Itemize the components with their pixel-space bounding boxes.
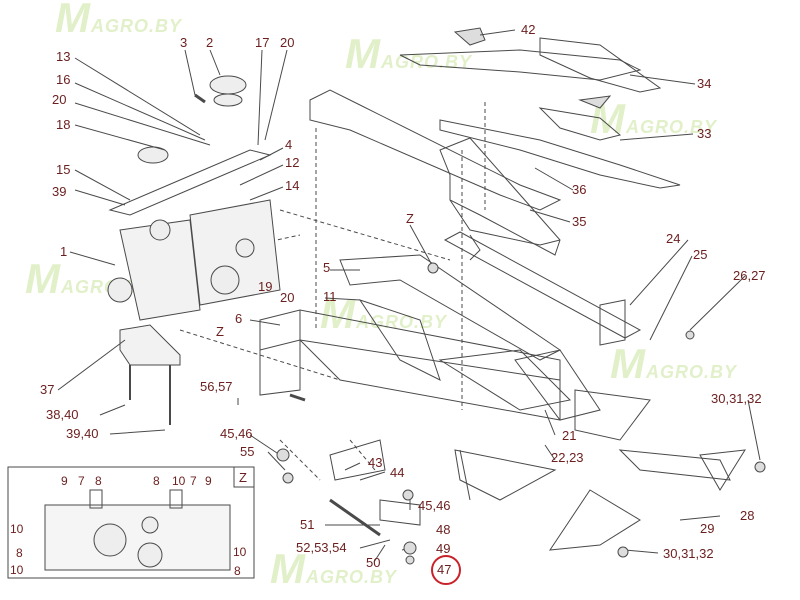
- part-label: 35: [572, 214, 587, 229]
- watermark-logo: MAGRO.BY: [270, 545, 398, 592]
- part-label: 20: [280, 290, 295, 305]
- part-label: 44: [390, 465, 405, 480]
- inset-part-label: 8: [153, 474, 160, 488]
- inset-part-label: 8: [95, 474, 102, 488]
- inset-part-label: 8: [234, 564, 241, 578]
- inset-tag: Z: [239, 470, 247, 485]
- highlight-circle: [431, 555, 461, 585]
- inset-part-label: 10: [172, 474, 186, 488]
- part-label: 19: [258, 279, 273, 294]
- part-label: 28: [740, 508, 755, 523]
- part-label: 38,40: [46, 407, 79, 422]
- part-label: Z: [216, 324, 224, 339]
- watermark-logo: MAGRO.BY: [320, 290, 448, 337]
- part-label: 22,23: [551, 450, 584, 465]
- part-label: 21: [562, 428, 577, 443]
- inset-part-label: 8: [16, 546, 23, 560]
- inset-part-label: 9: [61, 474, 68, 488]
- part-label: 5: [323, 260, 331, 275]
- part-label: 36: [572, 182, 587, 197]
- part-label: 33: [697, 126, 712, 141]
- part-label: 2: [206, 35, 214, 50]
- part-label: Z: [406, 211, 414, 226]
- part-label: 16: [56, 72, 71, 87]
- part-label: 39: [52, 184, 67, 199]
- inset-part-label: 10: [10, 522, 24, 536]
- part-label: 20: [280, 35, 295, 50]
- part-label: 50: [366, 555, 381, 570]
- part-label: 24: [666, 231, 681, 246]
- part-label: 42: [521, 22, 536, 37]
- part-label: 39,40: [66, 426, 99, 441]
- part-label: 14: [285, 178, 300, 193]
- part-label: 45,46: [418, 498, 451, 513]
- part-label: 26,27: [733, 268, 766, 283]
- part-label: 12: [285, 155, 300, 170]
- inset-part-label: 7: [190, 474, 197, 488]
- part-label: 48: [436, 522, 451, 537]
- part-label: 4: [285, 137, 293, 152]
- part-label: 25: [693, 247, 708, 262]
- inset-part-label: 10: [10, 563, 24, 577]
- part-label: 37: [40, 382, 55, 397]
- part-label: 43: [368, 455, 383, 470]
- part-label: 13: [56, 49, 71, 64]
- part-label: 51: [300, 517, 315, 532]
- part-label: 6: [235, 311, 243, 326]
- part-label: 11: [323, 289, 337, 304]
- part-label: 56,57: [200, 379, 233, 394]
- inset-part-label: 7: [78, 474, 85, 488]
- watermark-logo: MAGRO.BY: [610, 340, 738, 387]
- part-label: 17: [255, 35, 270, 50]
- part-label: 15: [56, 162, 71, 177]
- inset-part-label: 10: [233, 545, 247, 559]
- part-label: 29: [700, 521, 715, 536]
- part-label: 30,31,32: [663, 546, 714, 561]
- part-label: 55: [240, 444, 255, 459]
- part-label: 52,53,54: [296, 540, 347, 555]
- part-label: 18: [56, 117, 71, 132]
- part-label: 1: [60, 244, 68, 259]
- part-label: 45,46: [220, 426, 253, 441]
- part-label: 3: [180, 35, 188, 50]
- watermark-logo: MAGRO.BY: [345, 30, 473, 77]
- part-label: 30,31,32: [711, 391, 762, 406]
- watermark-logo: MAGRO.BY: [55, 0, 183, 41]
- part-label: 20: [52, 92, 67, 107]
- inset-part-label: 9: [205, 474, 212, 488]
- part-label: 34: [697, 76, 712, 91]
- part-label: 49: [436, 541, 451, 556]
